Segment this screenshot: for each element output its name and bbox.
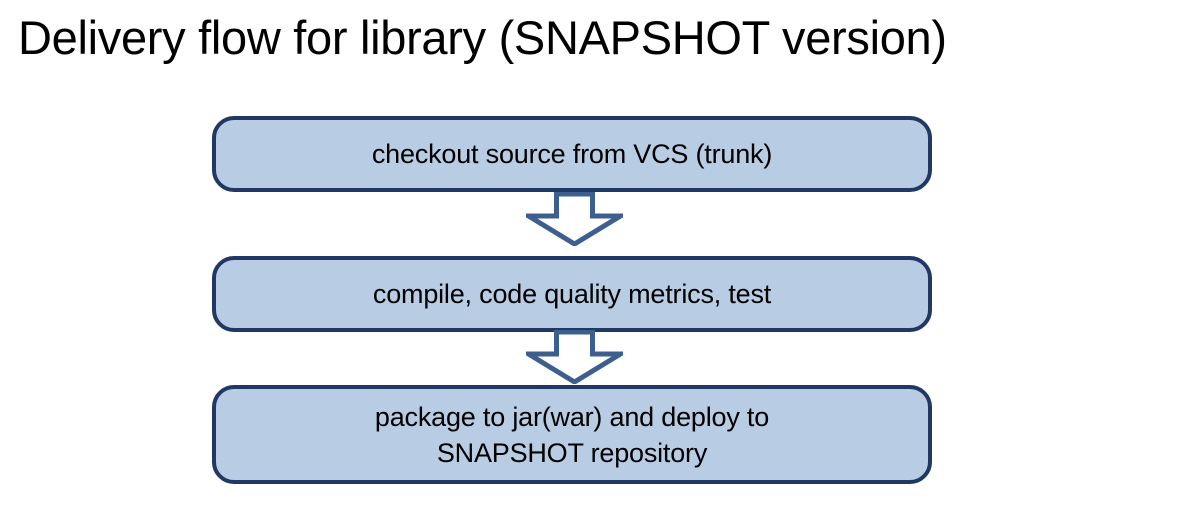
page-title: Delivery flow for library (SNAPSHOT vers… (18, 11, 947, 64)
down-block-arrow-icon (526, 330, 623, 384)
flow-node-package[interactable]: package to jar(war) and deploy to SNAPSH… (212, 385, 932, 484)
flow-node-compile-label: compile, code quality metrics, test (372, 279, 772, 309)
down-block-arrow-icon (526, 192, 623, 246)
down-block-arrow-shape (526, 192, 623, 246)
flow-node-compile[interactable]: compile, code quality metrics, test (212, 256, 932, 332)
flow-node-package-label: package to jar(war) and deploy to SNAPSH… (374, 401, 770, 468)
flow-node-checkout[interactable]: checkout source from VCS (trunk) (212, 116, 932, 192)
flow-node-checkout-label: checkout source from VCS (trunk) (371, 139, 773, 169)
down-block-arrow-shape (526, 330, 623, 384)
